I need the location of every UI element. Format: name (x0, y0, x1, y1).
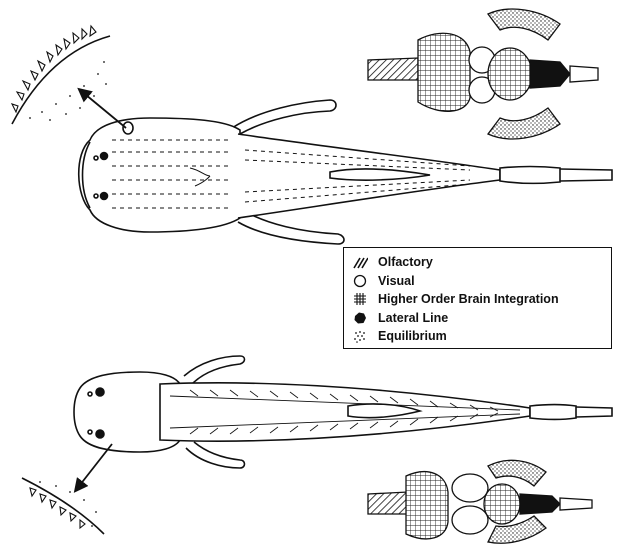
legend-item-equilibrium: Equilibrium (352, 327, 611, 346)
skin-stipple-top (29, 61, 107, 121)
brain-bottom (368, 460, 592, 543)
lateral-line-blob-icon (352, 310, 368, 326)
olfactory-hatch-icon (352, 254, 368, 270)
legend-label-higher-order: Higher Order Brain Integration (378, 292, 559, 306)
legend-item-visual: Visual (352, 272, 611, 291)
legend-label-olfactory: Olfactory (378, 255, 433, 269)
visual-circle-icon (352, 273, 368, 289)
brain-top (368, 9, 598, 139)
legend-label-lateral-line: Lateral Line (378, 311, 448, 325)
legend-item-olfactory: Olfactory (352, 253, 611, 272)
pointer-arrow-top (80, 90, 126, 128)
pointer-arrow-bottom (76, 444, 112, 490)
legend-label-equilibrium: Equilibrium (378, 329, 447, 343)
papillae-row-bottom (30, 488, 85, 528)
bottom-fish-ventral (74, 356, 612, 468)
higher-order-grid-icon (352, 291, 368, 307)
legend-label-visual: Visual (378, 274, 415, 288)
legend-item-lateral-line: Lateral Line (352, 309, 611, 328)
legend-box: Olfactory Visual Higher Order Brain Inte… (343, 247, 612, 349)
legend-item-higher-order: Higher Order Brain Integration (352, 290, 611, 309)
equilibrium-stipple-icon (352, 328, 368, 344)
bottom-skin-inset (22, 478, 104, 534)
top-skin-inset (12, 26, 110, 124)
papillae-row-top (12, 26, 96, 112)
